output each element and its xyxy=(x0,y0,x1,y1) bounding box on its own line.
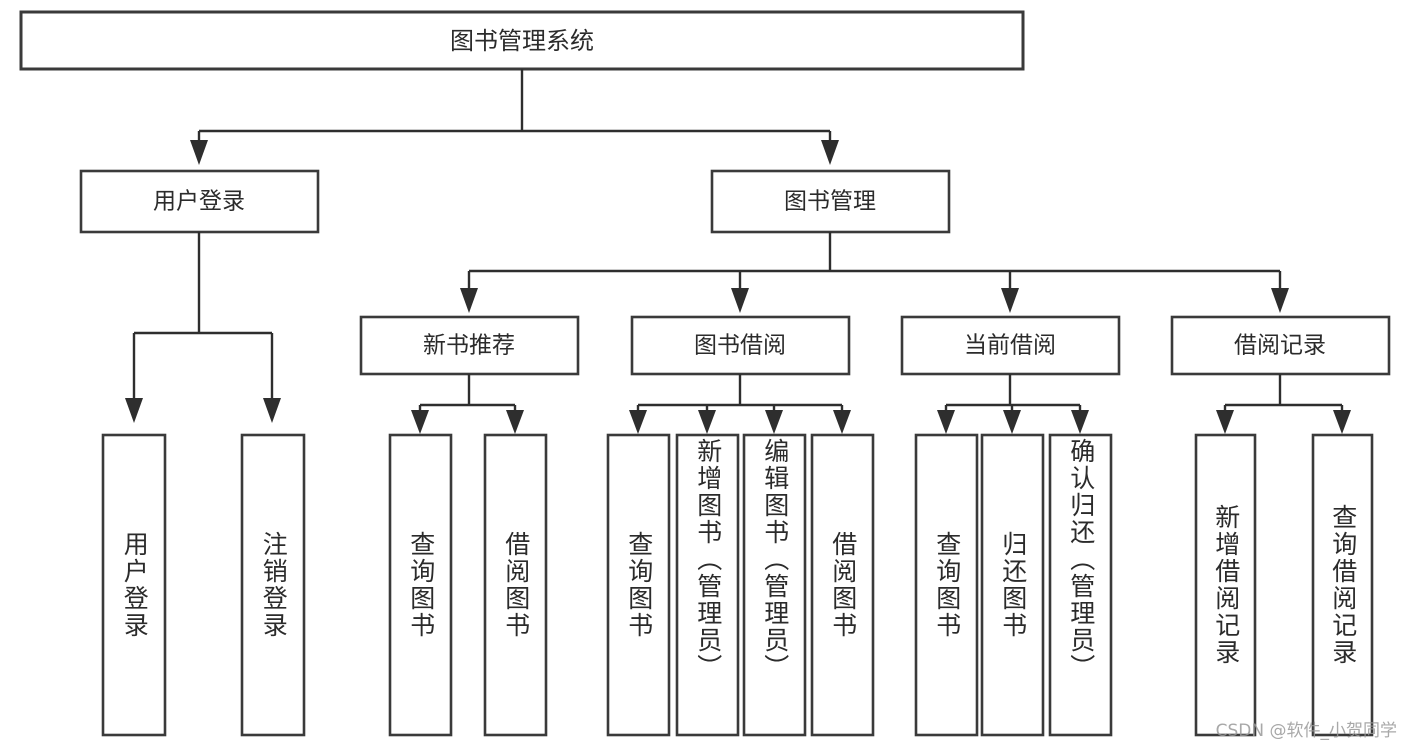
node-book-management[interactable]: 图书管理 xyxy=(710,169,951,234)
connector-user-login-to-leaves xyxy=(125,232,281,423)
leaf-box-book-borrow-3[interactable] xyxy=(810,433,875,737)
arrow-head-icon xyxy=(731,288,749,313)
leaf-box-borrow-record-1[interactable] xyxy=(1311,433,1374,737)
leaf-box-new-book-1[interactable] xyxy=(483,433,548,737)
arrow-head-icon xyxy=(1071,410,1089,434)
node-user-login-label: 用户登录 xyxy=(153,189,245,215)
arrow-head-icon xyxy=(1333,410,1351,434)
arrow-head-icon xyxy=(411,410,429,434)
leaf-box-book-borrow-2[interactable] xyxy=(742,433,807,737)
node-new-book-recommend-label: 新书推荐 xyxy=(423,333,515,359)
arrow-head-icon xyxy=(937,410,955,434)
arrow-head-icon xyxy=(821,140,839,165)
connector-borrow-record-to-leaves xyxy=(1216,374,1351,434)
leaf-box-book-borrow-1[interactable] xyxy=(675,433,740,737)
node-book-management-label: 图书管理 xyxy=(784,189,876,215)
leaf-box-current-borrow-2[interactable] xyxy=(1048,433,1113,737)
connector-root-to-level1 xyxy=(190,69,839,165)
node-root-system[interactable]: 图书管理系统 xyxy=(19,10,1025,71)
leaf-box-current-borrow-1[interactable] xyxy=(980,433,1045,737)
arrow-head-icon xyxy=(506,410,524,434)
arrow-head-icon xyxy=(263,398,281,423)
arrow-head-icon xyxy=(1271,288,1289,313)
arrow-head-icon xyxy=(460,288,478,313)
arrow-head-icon xyxy=(190,140,208,165)
node-user-login-box xyxy=(79,169,320,234)
connector-book-borrow-to-leaves xyxy=(629,374,851,434)
node-root-label: 图书管理系统 xyxy=(450,27,594,55)
node-user-login[interactable]: 用户登录 xyxy=(79,169,320,234)
leaf-box-new-book-0[interactable] xyxy=(388,433,453,737)
arrow-head-icon xyxy=(1001,288,1019,313)
node-current-borrow-box xyxy=(900,315,1121,376)
node-new-book-recommend[interactable]: 新书推荐 xyxy=(359,315,580,376)
arrow-head-icon xyxy=(629,410,647,434)
arrow-head-icon xyxy=(125,398,143,423)
connector-new-book-recommend-to-leaves xyxy=(411,374,524,434)
arrow-head-icon xyxy=(1003,410,1021,434)
connector-current-borrow-to-leaves xyxy=(937,374,1089,434)
node-book-borrow[interactable]: 图书借阅 xyxy=(630,315,851,376)
arrow-head-icon xyxy=(698,410,716,434)
csdn-watermark: CSDN @软件_小贺同学 xyxy=(1215,721,1397,741)
node-current-borrow-label: 当前借阅 xyxy=(964,333,1056,359)
arrow-head-icon xyxy=(833,410,851,434)
node-borrow-record-label: 借阅记录 xyxy=(1234,333,1326,359)
connector-book-management-to-level2 xyxy=(460,232,1289,313)
node-root-box xyxy=(19,10,1025,71)
node-book-borrow-label: 图书借阅 xyxy=(694,333,786,359)
arrow-head-icon xyxy=(1216,410,1234,434)
node-new-book-recommend-box xyxy=(359,315,580,376)
leaf-box-borrow-record-0[interactable] xyxy=(1194,433,1257,737)
node-current-borrow[interactable]: 当前借阅 xyxy=(900,315,1121,376)
leaf-box-current-borrow-0[interactable] xyxy=(914,433,979,737)
leaf-box-book-borrow-0[interactable] xyxy=(606,433,671,737)
leaf-box-user-login-1[interactable] xyxy=(240,433,306,737)
arrow-head-icon xyxy=(765,410,783,434)
leaf-box-user-login-0[interactable] xyxy=(101,433,167,737)
node-borrow-record[interactable]: 借阅记录 xyxy=(1170,315,1391,376)
